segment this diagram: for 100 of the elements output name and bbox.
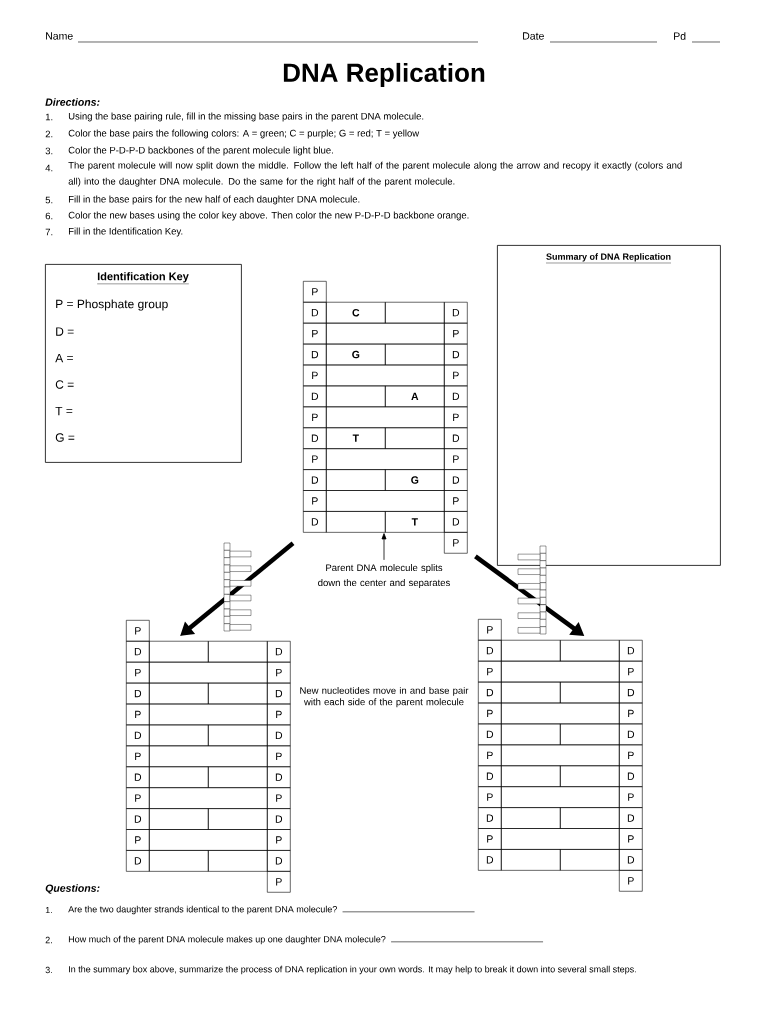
node-label: P: [276, 669, 282, 677]
node-label: P: [135, 710, 141, 719]
node-label: T: [352, 434, 359, 442]
node-label: D: [627, 772, 635, 780]
item-number: 1.: [45, 906, 52, 914]
node-label: D: [452, 518, 460, 526]
note-text: New nucleotides move in and base pair with each side of the parent molecule: [300, 686, 469, 708]
node-label: D: [275, 857, 283, 865]
item-number: 6.: [45, 212, 53, 220]
node-label: D: [452, 476, 460, 484]
node-label: P: [135, 836, 141, 844]
section-heading: Directions:: [45, 98, 100, 106]
key-entry: D =: [56, 327, 74, 336]
node-label: P: [276, 836, 282, 844]
node-label: D: [486, 688, 494, 697]
node-label: P: [487, 793, 493, 801]
node-label: P: [312, 288, 318, 296]
node-label: P: [487, 709, 493, 718]
node-label: P: [628, 668, 634, 676]
node-label: P: [628, 751, 634, 759]
period-label: Pd: [674, 32, 686, 40]
node-label: A: [411, 392, 419, 400]
arrow: [180, 541, 295, 636]
node-label: P: [453, 497, 459, 505]
dna-ladder-drawing: P D D P P D D P P D D P P D D P P D D P P D D P: [126, 620, 291, 893]
node-label: P: [628, 793, 634, 801]
caption-text: Parent DNA molecule splits down the center and separates: [318, 564, 450, 588]
node-label: D: [275, 773, 283, 781]
node-label: D: [452, 392, 460, 400]
direction-text: The parent molecule will now split down the middle. Follow the left half of the parent molecule along the arrow and recopy it exactly (colors and all) into the daughter DNA molecule. Do the same for the right half of the parent molecule.: [68, 161, 682, 187]
node-label: C: [352, 308, 360, 317]
dna-ladder-drawing: P D D P P D D P P D D P P D D P P D D P P D D P: [478, 619, 643, 892]
node-label: D: [311, 434, 319, 442]
node-label: D: [275, 648, 283, 656]
direction-text: Color the new bases using the color key above. Then color the new P-D-P-D backbone orange.: [68, 211, 469, 221]
node-label: P: [628, 835, 634, 843]
node-label: D: [486, 814, 494, 822]
node-label: D: [134, 689, 142, 698]
node-label: P: [453, 413, 459, 421]
node-label: D: [627, 688, 635, 697]
direction-text: Using the base pairing rule, fill in the missing base pairs in the parent DNA molecule.: [68, 112, 424, 122]
direction-text: Fill in the base pairs for the new half of each daughter DNA molecule.: [69, 195, 360, 205]
node-label: P: [453, 330, 459, 338]
node-label: P: [135, 752, 141, 760]
node-label: P: [276, 878, 282, 886]
node-label: P: [135, 669, 141, 677]
node-label: D: [134, 815, 142, 823]
node-label: D: [311, 476, 319, 484]
date-label: Date: [523, 32, 544, 40]
question-text: In the summary box above, summarize the process of DNA replication in your own words. It may help to break it down into several small steps.: [69, 965, 636, 975]
item-number: 1.: [45, 113, 53, 121]
node-label: D: [275, 731, 283, 739]
node-label: D: [452, 434, 460, 442]
node-label: P: [487, 668, 493, 676]
node-label: D: [452, 309, 460, 317]
section-heading: Questions:: [45, 884, 100, 894]
node-label: P: [487, 751, 493, 759]
item-number: 4.: [45, 164, 53, 172]
node-label: P: [628, 877, 634, 885]
node-label: D: [134, 857, 142, 865]
node-label: D: [275, 689, 283, 698]
direction-text: Color the P-D-P-D backbones of the parent molecule light blue.: [68, 146, 333, 156]
node-label: P: [628, 709, 634, 718]
node-label: P: [312, 455, 318, 463]
node-label: P: [276, 752, 282, 760]
node-label: D: [452, 350, 460, 359]
node-label: P: [312, 371, 318, 380]
node-label: P: [135, 794, 141, 802]
item-number: 2.: [45, 130, 53, 138]
node-label: D: [311, 392, 319, 400]
dna-ladder-drawing: P D C D P P D G D P P D A D P P D T D P P D G D P P D T D P: [303, 281, 468, 554]
arrow: [381, 533, 387, 561]
node-label: P: [453, 539, 459, 547]
node-label: P: [276, 794, 282, 802]
node-label: P: [487, 626, 493, 634]
node-label: P: [312, 497, 318, 505]
node-label: D: [627, 856, 635, 864]
node-label: D: [486, 647, 494, 655]
node-label: D: [311, 350, 319, 359]
summary-box: [497, 245, 721, 566]
key-entry: T =: [55, 406, 73, 416]
key-entry: C =: [55, 380, 74, 389]
node-label: P: [135, 627, 141, 635]
title: DNA Replication: [283, 62, 485, 88]
question-text: Are the two daughter strands identical to the parent DNA molecule?: [68, 905, 337, 915]
key-entry: G =: [55, 433, 75, 442]
item-number: 3.: [45, 966, 52, 974]
item-number: 7.: [45, 228, 53, 236]
node-label: D: [134, 731, 142, 739]
node-label: P: [312, 413, 318, 421]
question-text: How much of the parent DNA molecule makes up one daughter DNA molecule?: [68, 935, 386, 945]
node-label: P: [276, 710, 282, 719]
node-label: D: [311, 309, 319, 317]
direction-text: Fill in the Identification Key.: [69, 227, 183, 237]
name-label: Name: [46, 32, 73, 40]
node-label: D: [627, 730, 635, 738]
direction-text: Color the base pairs the following colors: A = green; C = purple; G = red; T = yellow: [68, 129, 420, 139]
item-number: 2.: [45, 936, 52, 944]
node-label: D: [486, 772, 494, 780]
key-entry: A =: [55, 353, 73, 363]
